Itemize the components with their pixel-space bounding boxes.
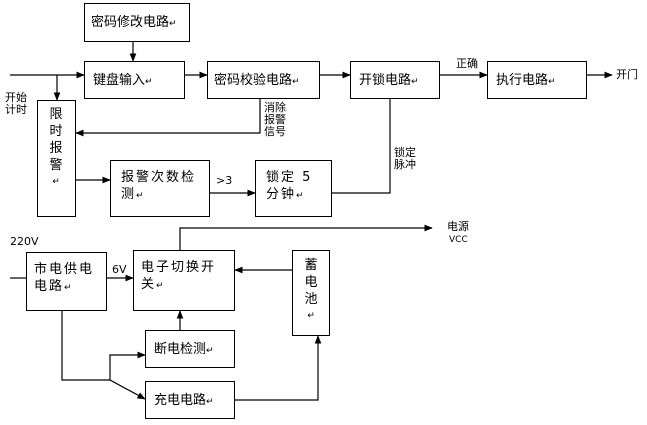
return-mark: ↵: [64, 283, 74, 293]
block-label: 开锁电路: [359, 73, 412, 88]
arrow-charge-to-battery: [235, 335, 322, 401]
block-label: 充电电路: [154, 393, 207, 408]
return-mark: ↵: [411, 77, 419, 87]
block-charge: 充电电路↵: [145, 381, 235, 419]
block-label: 密码校验电路: [214, 73, 293, 88]
return-mark: ↵: [206, 346, 214, 356]
block-label: 蓄电池: [304, 258, 318, 307]
return-mark: ↵: [169, 19, 177, 29]
return-mark: ↵: [292, 77, 300, 87]
block-keyboard-input: 键盘输入↵: [84, 61, 185, 99]
block-label: 断电检测: [154, 342, 207, 357]
block-electronic-switch: 电子切换开关↵: [133, 250, 235, 311]
label-6v: 6V: [112, 263, 127, 276]
block-lock-5min: 锁定 5 分钟↵: [255, 160, 332, 217]
return-mark: ↵: [206, 397, 214, 407]
label-correct: 正确: [456, 57, 478, 70]
arrow-mains-to-detect: [61, 311, 146, 381]
block-mains-power: 市电供电电路↵: [26, 252, 107, 311]
arrow-lock-pulse: [332, 89, 394, 194]
label-lock-pulse: 锁定脉冲: [394, 146, 416, 171]
arrow-clear-alarm: [75, 90, 261, 137]
return-mark: ↵: [136, 191, 146, 201]
return-mark: ↵: [156, 281, 166, 291]
block-password-modify: 密码修改电路↵: [84, 3, 190, 42]
block-label: 电子切换开关: [141, 260, 217, 292]
block-label: 市电供电电路: [34, 262, 95, 294]
block-alarm-count: 报警次数检测↵: [110, 160, 210, 217]
block-label: 报警次数检测: [121, 170, 197, 202]
arrow-mains-to-charge: [109, 379, 146, 400]
return-mark: ↵: [307, 311, 315, 321]
block-power-detect: 断电检测↵: [145, 330, 235, 368]
block-label: 键盘输入: [93, 73, 146, 88]
block-unlock: 开锁电路↵: [350, 61, 440, 99]
return-mark: ↵: [548, 77, 556, 87]
label-clear-alarm: 消除报警信号: [264, 101, 286, 138]
label-open-door: 开门: [616, 68, 638, 81]
block-label: 锁定 5 分钟: [266, 170, 313, 202]
label-gt3: >3: [216, 174, 233, 187]
block-password-check: 密码校验电路↵: [207, 61, 320, 99]
label-220v: 220V: [10, 235, 39, 248]
label-power: 电源: [447, 220, 469, 233]
label-vcc: VCC: [449, 235, 468, 245]
return-mark: ↵: [52, 177, 60, 187]
block-label: 密码修改电路: [91, 15, 170, 30]
arrow-switch-to-vcc: [179, 224, 433, 250]
label-start-timing: 开始计时: [5, 91, 27, 116]
block-label: 限时报警: [49, 107, 63, 173]
return-mark: ↵: [296, 191, 306, 201]
return-mark: ↵: [145, 77, 153, 87]
block-timed-alarm: 限时报警 ↵: [37, 100, 76, 217]
block-execute: 执行电路↵: [487, 61, 587, 99]
block-battery: 蓄电池 ↵: [292, 250, 330, 336]
block-label: 执行电路: [496, 73, 549, 88]
